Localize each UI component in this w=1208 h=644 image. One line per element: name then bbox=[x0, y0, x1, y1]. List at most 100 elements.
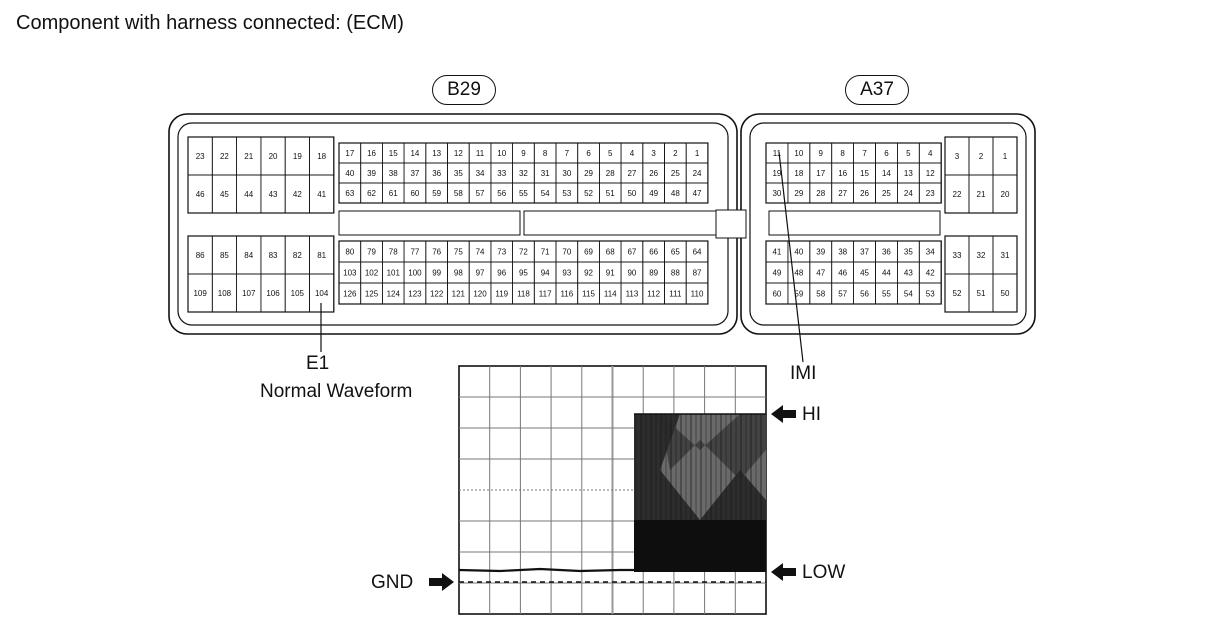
pin-number-46: 46 bbox=[196, 190, 205, 199]
pin-number-15: 15 bbox=[860, 169, 869, 178]
pin-number-8: 8 bbox=[543, 149, 548, 158]
pin-number-98: 98 bbox=[454, 269, 463, 278]
pin-number-59: 59 bbox=[794, 290, 803, 299]
pin-number-99: 99 bbox=[432, 269, 441, 278]
pin-number-8: 8 bbox=[840, 149, 845, 158]
pin-number-29: 29 bbox=[584, 169, 593, 178]
pin-number-47: 47 bbox=[693, 189, 702, 198]
oscilloscope-screen bbox=[458, 365, 767, 615]
pin-number-26: 26 bbox=[860, 189, 869, 198]
connector-b29-label: B29 bbox=[432, 75, 496, 105]
pin-number-79: 79 bbox=[367, 248, 376, 257]
pin-cell bbox=[309, 174, 335, 214]
pin-cell bbox=[685, 182, 709, 204]
pin-number-66: 66 bbox=[649, 248, 658, 257]
pin-number-5: 5 bbox=[608, 149, 613, 158]
pin-number-24: 24 bbox=[904, 189, 913, 198]
pin-number-106: 106 bbox=[266, 289, 280, 298]
pin-number-39: 39 bbox=[367, 169, 376, 178]
pin-number-3: 3 bbox=[651, 149, 656, 158]
pin-number-35: 35 bbox=[454, 169, 463, 178]
pin-number-40: 40 bbox=[794, 248, 803, 257]
pin-number-26: 26 bbox=[649, 169, 658, 178]
pin-number-125: 125 bbox=[365, 290, 379, 299]
pin-number-28: 28 bbox=[816, 189, 825, 198]
pin-number-14: 14 bbox=[882, 169, 891, 178]
pin-number-12: 12 bbox=[454, 149, 463, 158]
pin-number-110: 110 bbox=[691, 290, 704, 299]
page-title: Component with harness connected: (ECM) bbox=[16, 12, 404, 34]
pin-number-3: 3 bbox=[955, 152, 960, 161]
connector-latch bbox=[715, 209, 747, 239]
pin-number-84: 84 bbox=[244, 251, 253, 260]
pin-number-6: 6 bbox=[884, 149, 889, 158]
pin-number-112: 112 bbox=[647, 290, 660, 299]
pin-number-86: 86 bbox=[196, 251, 205, 260]
pin-number-92: 92 bbox=[584, 269, 593, 278]
pin-number-9: 9 bbox=[521, 149, 526, 158]
pin-number-31: 31 bbox=[1001, 251, 1010, 260]
pin-number-22: 22 bbox=[953, 190, 962, 199]
pin-cell bbox=[992, 174, 1018, 214]
pin-number-115: 115 bbox=[582, 290, 595, 299]
pin-number-78: 78 bbox=[389, 248, 398, 257]
pin-number-58: 58 bbox=[816, 290, 825, 299]
pin-number-38: 38 bbox=[838, 248, 847, 257]
pin-cell bbox=[992, 273, 1018, 313]
pin-number-10: 10 bbox=[794, 149, 803, 158]
pin-number-55: 55 bbox=[519, 189, 528, 198]
pin-number-42: 42 bbox=[926, 269, 935, 278]
pin-number-30: 30 bbox=[562, 169, 571, 178]
pin-number-23: 23 bbox=[196, 152, 205, 161]
pin-number-11: 11 bbox=[476, 149, 485, 158]
pin-number-111: 111 bbox=[669, 290, 682, 299]
pin-number-94: 94 bbox=[541, 269, 550, 278]
pin-number-76: 76 bbox=[432, 248, 441, 257]
pin-number-6: 6 bbox=[586, 149, 591, 158]
pin-number-46: 46 bbox=[838, 269, 847, 278]
pin-number-33: 33 bbox=[953, 251, 962, 260]
pin-number-50: 50 bbox=[627, 189, 636, 198]
pin-number-49: 49 bbox=[649, 189, 658, 198]
pin-number-77: 77 bbox=[410, 248, 419, 257]
pin-number-83: 83 bbox=[269, 251, 278, 260]
pin-number-36: 36 bbox=[432, 169, 441, 178]
pin-number-25: 25 bbox=[671, 169, 680, 178]
pin-number-49: 49 bbox=[772, 269, 781, 278]
pin-number-4: 4 bbox=[928, 149, 933, 158]
waveform-title: Normal Waveform bbox=[260, 381, 413, 402]
pin-number-75: 75 bbox=[454, 248, 463, 257]
pin-number-12: 12 bbox=[926, 169, 935, 178]
pin-number-104: 104 bbox=[315, 289, 329, 298]
pin-number-43: 43 bbox=[904, 269, 913, 278]
pin-number-62: 62 bbox=[367, 189, 376, 198]
pin-number-52: 52 bbox=[953, 289, 962, 298]
pin-number-1: 1 bbox=[695, 149, 700, 158]
leader-lines bbox=[320, 151, 804, 363]
pin-number-40: 40 bbox=[345, 169, 354, 178]
pin-number-32: 32 bbox=[977, 251, 986, 260]
pin-number-81: 81 bbox=[317, 251, 326, 260]
pin-number-65: 65 bbox=[671, 248, 680, 257]
pin-number-97: 97 bbox=[476, 269, 485, 278]
pin-number-57: 57 bbox=[838, 290, 847, 299]
pin-number-119: 119 bbox=[495, 290, 508, 299]
pin-number-21: 21 bbox=[244, 152, 253, 161]
pin-number-24: 24 bbox=[693, 169, 702, 178]
pin-number-113: 113 bbox=[626, 290, 639, 299]
pin-number-108: 108 bbox=[218, 289, 232, 298]
pin-number-51: 51 bbox=[606, 189, 615, 198]
pin-number-33: 33 bbox=[497, 169, 506, 178]
pin-number-121: 121 bbox=[452, 290, 466, 299]
gnd-arrow-icon bbox=[429, 573, 454, 591]
pin-number-58: 58 bbox=[454, 189, 463, 198]
pin-number-51: 51 bbox=[977, 289, 986, 298]
pin-number-71: 71 bbox=[541, 248, 550, 257]
pin-number-37: 37 bbox=[860, 248, 869, 257]
pin-number-20: 20 bbox=[269, 152, 278, 161]
pin-number-16: 16 bbox=[838, 169, 847, 178]
pin-number-22: 22 bbox=[220, 152, 229, 161]
pin-number-17: 17 bbox=[816, 169, 825, 178]
pin-number-37: 37 bbox=[410, 169, 419, 178]
